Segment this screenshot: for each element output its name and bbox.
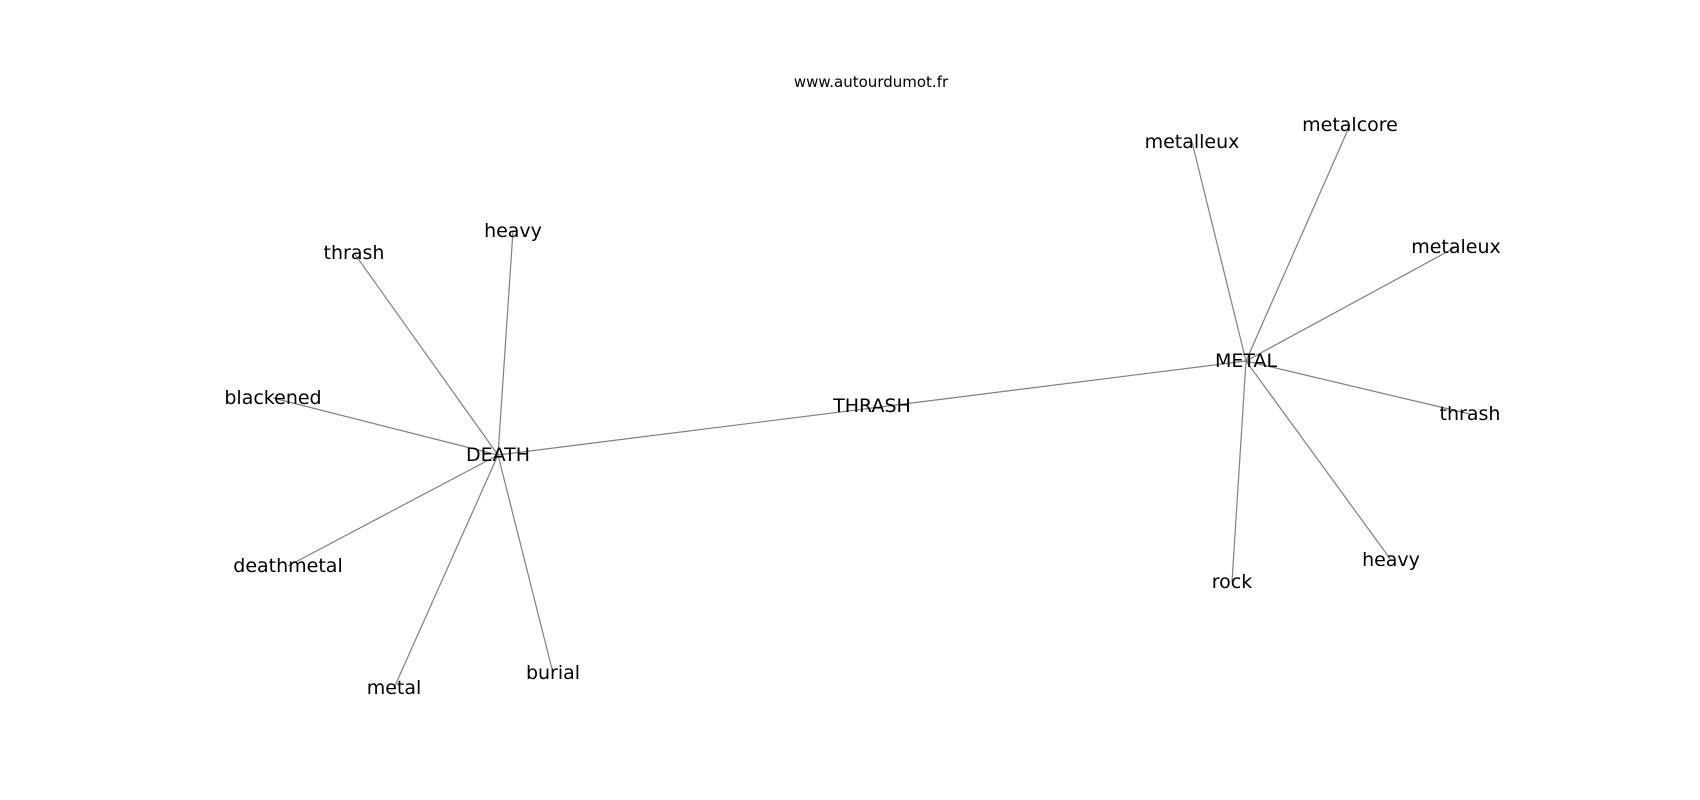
edge-death-death_blackened [272, 397, 499, 456]
edge-metal_main-metal_metalleux [1191, 141, 1247, 362]
graph-edges [272, 124, 1471, 689]
edge-metal_main-metal_thrash [1245, 360, 1471, 415]
node-death-metal: metal [367, 677, 422, 699]
edge-death-death_heavy [497, 230, 514, 456]
node-death: DEATH [466, 444, 530, 466]
node-metal-metaleux: metaleux [1411, 236, 1501, 258]
node-metal-metalcore: metalcore [1302, 114, 1398, 136]
node-metal-main: METAL [1215, 350, 1278, 372]
node-metal-rock: rock [1212, 571, 1252, 593]
node-metal-heavy: heavy [1362, 549, 1420, 571]
node-death-blackened: blackened [224, 387, 321, 409]
edge-metal_main-metal_rock [1231, 360, 1247, 583]
node-metal-thrash: thrash [1440, 403, 1501, 425]
node-death-deathmetal: deathmetal [233, 555, 342, 577]
edge-death-metal_main [497, 360, 1247, 456]
edge-death-death_thrash [353, 252, 499, 456]
node-death-heavy: heavy [484, 220, 542, 242]
edge-metal_main-metal_metalcore [1245, 124, 1351, 362]
edge-metal_main-metal_metaleux [1245, 246, 1457, 362]
edge-death-death_deathmetal [287, 454, 499, 567]
edge-death-death_metal [393, 454, 499, 689]
source-credit: www.autourdumot.fr [794, 73, 949, 91]
node-thrash-main: THRASH [832, 395, 911, 417]
node-metal-metalleux: metalleux [1145, 131, 1240, 153]
node-death-burial: burial [526, 662, 580, 684]
graph-nodes: THRASH DEATH METAL thrash heavy blackened deat… [224, 114, 1500, 699]
edge-death-death_burial [497, 454, 554, 674]
edge-metal_main-metal_heavy [1245, 360, 1392, 561]
node-death-thrash: thrash [324, 242, 385, 264]
